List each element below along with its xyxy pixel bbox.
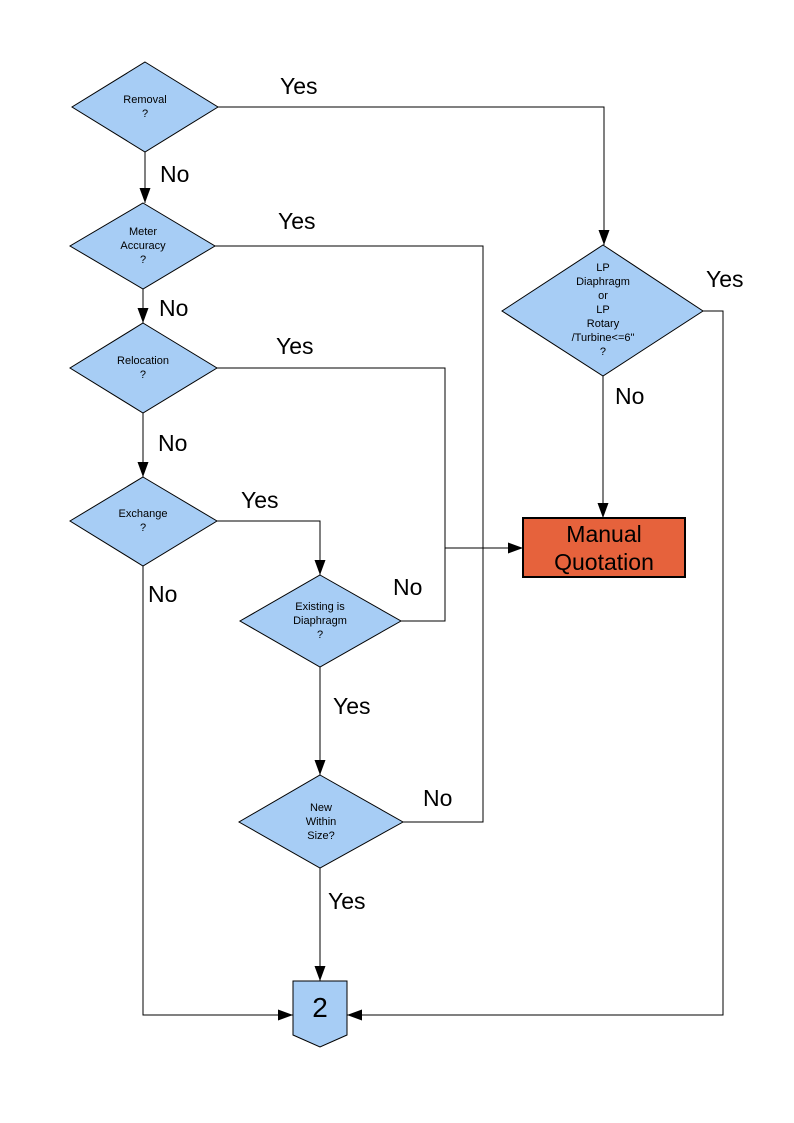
node-relocation-label: Relocation ? [117, 355, 169, 381]
edge-label-relocation-no: No [158, 430, 188, 456]
node-exchange-shape [69, 476, 218, 567]
edge-removal-yes [218, 106, 610, 245]
edge-meter-accuracy-yes-collector [215, 245, 484, 823]
node-lp-meter-type-shape [501, 244, 704, 377]
edge-label-exchange-no: No [148, 581, 178, 607]
edge-exchange-no [142, 566, 293, 1021]
edge-label-existing-yes: Yes [333, 693, 371, 719]
edge-exchange-yes [217, 520, 326, 575]
node-existing-is-diaphragm-shape [238, 574, 403, 668]
edge-label-meter-yes: Yes [278, 208, 316, 234]
node-offpage-connector-shape [292, 980, 348, 1048]
edge-relocation-yes-collector [217, 367, 446, 622]
node-relocation-shape [69, 322, 218, 414]
edge-label-removal-no: No [160, 161, 190, 187]
node-lp-meter-type-label: LP Diaphragm or LP Rotary /Turbine<=6" ? [571, 262, 635, 358]
node-new-within-size-label: New Within Size? [305, 802, 337, 842]
edge-label-lp-yes: Yes [706, 266, 744, 292]
edge-lp-yes [347, 310, 724, 1021]
edge-label-existing-no: No [393, 574, 423, 600]
node-new-within-size-shape [237, 774, 405, 869]
edge-label-lp-no: No [615, 383, 645, 409]
edge-label-relocation-yes: Yes [276, 333, 314, 359]
node-manual-quotation-label: Manual Quotation [554, 521, 654, 575]
edge-label-meter-no: No [159, 295, 189, 321]
edge-label-removal-yes: Yes [280, 73, 318, 99]
edge-label-exchange-yes: Yes [241, 487, 279, 513]
node-meter-accuracy-label: Meter Accuracy ? [120, 226, 166, 266]
node-exchange-label: Exchange ? [118, 508, 168, 534]
node-manual-quotation-shape [522, 517, 686, 578]
edge-label-new-yes: Yes [328, 888, 366, 914]
node-existing-is-diaphragm-label: Existing is Diaphragm ? [293, 601, 347, 641]
node-removal-label: Removal ? [123, 94, 167, 120]
node-offpage-connector-label: 2 [312, 992, 328, 1023]
node-meter-accuracy-shape [69, 202, 216, 290]
node-removal-shape [71, 61, 219, 153]
edge-label-new-no: No [423, 785, 453, 811]
